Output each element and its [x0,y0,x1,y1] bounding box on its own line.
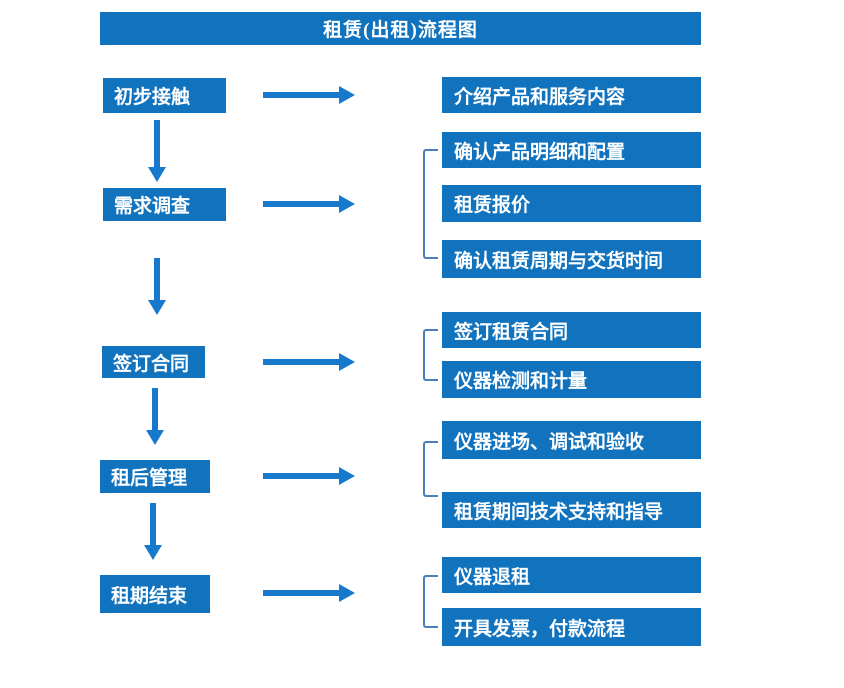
group-bracket-connector [423,441,438,497]
group-bracket-connector [423,575,438,628]
right-arrow-icon [263,467,355,485]
arrow-head [144,545,162,560]
arrow-head [146,430,164,445]
arrow-shaft [263,201,340,207]
arrow-shaft [154,120,160,167]
arrow-head [148,300,166,315]
arrow-shaft [263,473,340,479]
arrow-head [148,167,166,182]
step-initial-contact: 初步接触 [103,78,226,113]
arrow-head [339,86,355,104]
flowchart-title: 租赁(出租)流程图 [100,12,701,45]
output-invoice-payment-process: 开具发票，付款流程 [442,608,701,646]
step-demand-survey: 需求调查 [103,188,226,221]
arrow-head [339,195,355,213]
arrow-shaft [263,92,340,98]
step-lease-end: 租期结束 [100,575,210,613]
arrow-head [339,353,355,371]
output-confirm-product-details: 确认产品明细和配置 [442,132,701,168]
group-bracket-connector [423,149,438,259]
arrow-shaft [263,359,340,365]
down-arrow-icon [148,258,166,315]
arrow-head [339,584,355,602]
arrow-shaft [152,388,158,430]
output-instrument-return: 仪器退租 [442,557,701,593]
right-arrow-icon [263,86,355,104]
down-arrow-icon [148,120,166,182]
right-arrow-icon [263,353,355,371]
output-sign-rental-contract: 签订租赁合同 [442,312,701,348]
output-rental-quotation: 租赁报价 [442,185,701,222]
step-sign-contract: 签订合同 [102,346,205,378]
output-introduce-products-services: 介绍产品和服务内容 [442,77,701,113]
output-instrument-setup-acceptance: 仪器进场、调试和验收 [442,421,701,459]
down-arrow-icon [144,503,162,560]
down-arrow-icon [146,388,164,445]
right-arrow-icon [263,584,355,602]
arrow-shaft [263,590,340,596]
output-technical-support-guidance: 租赁期间技术支持和指导 [442,492,701,528]
arrow-head [339,467,355,485]
step-post-rental-management: 租后管理 [100,460,210,493]
arrow-shaft [154,258,160,300]
arrow-shaft [150,503,156,545]
output-confirm-rental-period-delivery: 确认租赁周期与交货时间 [442,240,701,278]
output-instrument-testing-metering: 仪器检测和计量 [442,361,701,398]
right-arrow-icon [263,195,355,213]
group-bracket-connector [423,329,438,381]
